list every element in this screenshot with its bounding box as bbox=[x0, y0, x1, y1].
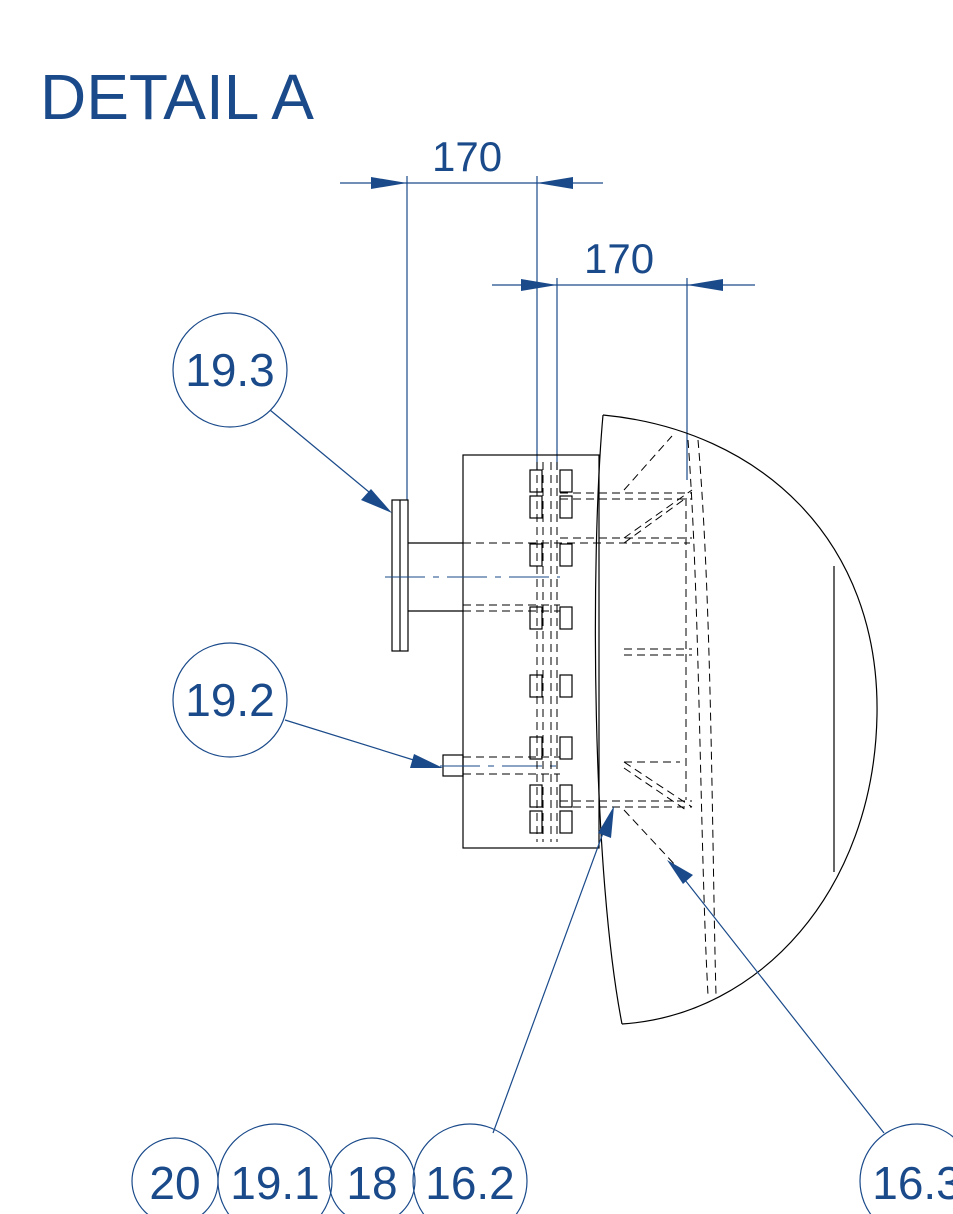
svg-text:20: 20 bbox=[149, 1157, 200, 1209]
svg-text:19.1: 19.1 bbox=[230, 1157, 320, 1209]
balloon-20: 20 bbox=[131, 1137, 219, 1214]
dimension-upper-value: 170 bbox=[432, 133, 502, 180]
vessel-shell bbox=[594, 414, 878, 1025]
internal-stiffeners bbox=[560, 435, 693, 867]
svg-text:16.3: 16.3 bbox=[872, 1157, 953, 1209]
small-pipe bbox=[440, 754, 560, 777]
flange-nozzle bbox=[385, 499, 690, 652]
balloon-18: 18 bbox=[328, 1137, 416, 1214]
svg-text:19.2: 19.2 bbox=[185, 674, 275, 726]
balloon-19-2: 19.2 bbox=[172, 642, 443, 768]
base-plate bbox=[462, 454, 600, 849]
balloon-19-1: 19.1 bbox=[217, 1123, 333, 1214]
svg-text:16.2: 16.2 bbox=[425, 1157, 515, 1209]
svg-text:19.3: 19.3 bbox=[185, 344, 275, 396]
svg-text:18: 18 bbox=[346, 1157, 397, 1209]
leader-16-3 bbox=[667, 860, 885, 1134]
leader-16-2 bbox=[492, 806, 614, 1134]
detail-title: DETAIL A bbox=[40, 61, 314, 133]
balloon-16-2: 16.2 bbox=[412, 1123, 528, 1214]
dimension-upper: 170 bbox=[340, 133, 603, 500]
dimension-lower-value: 170 bbox=[584, 235, 654, 282]
balloon-19-3: 19.3 bbox=[172, 312, 392, 513]
balloon-16-3: 16.3 bbox=[859, 1123, 953, 1214]
dimension-lower: 170 bbox=[492, 235, 755, 480]
bolt-column bbox=[529, 462, 573, 842]
